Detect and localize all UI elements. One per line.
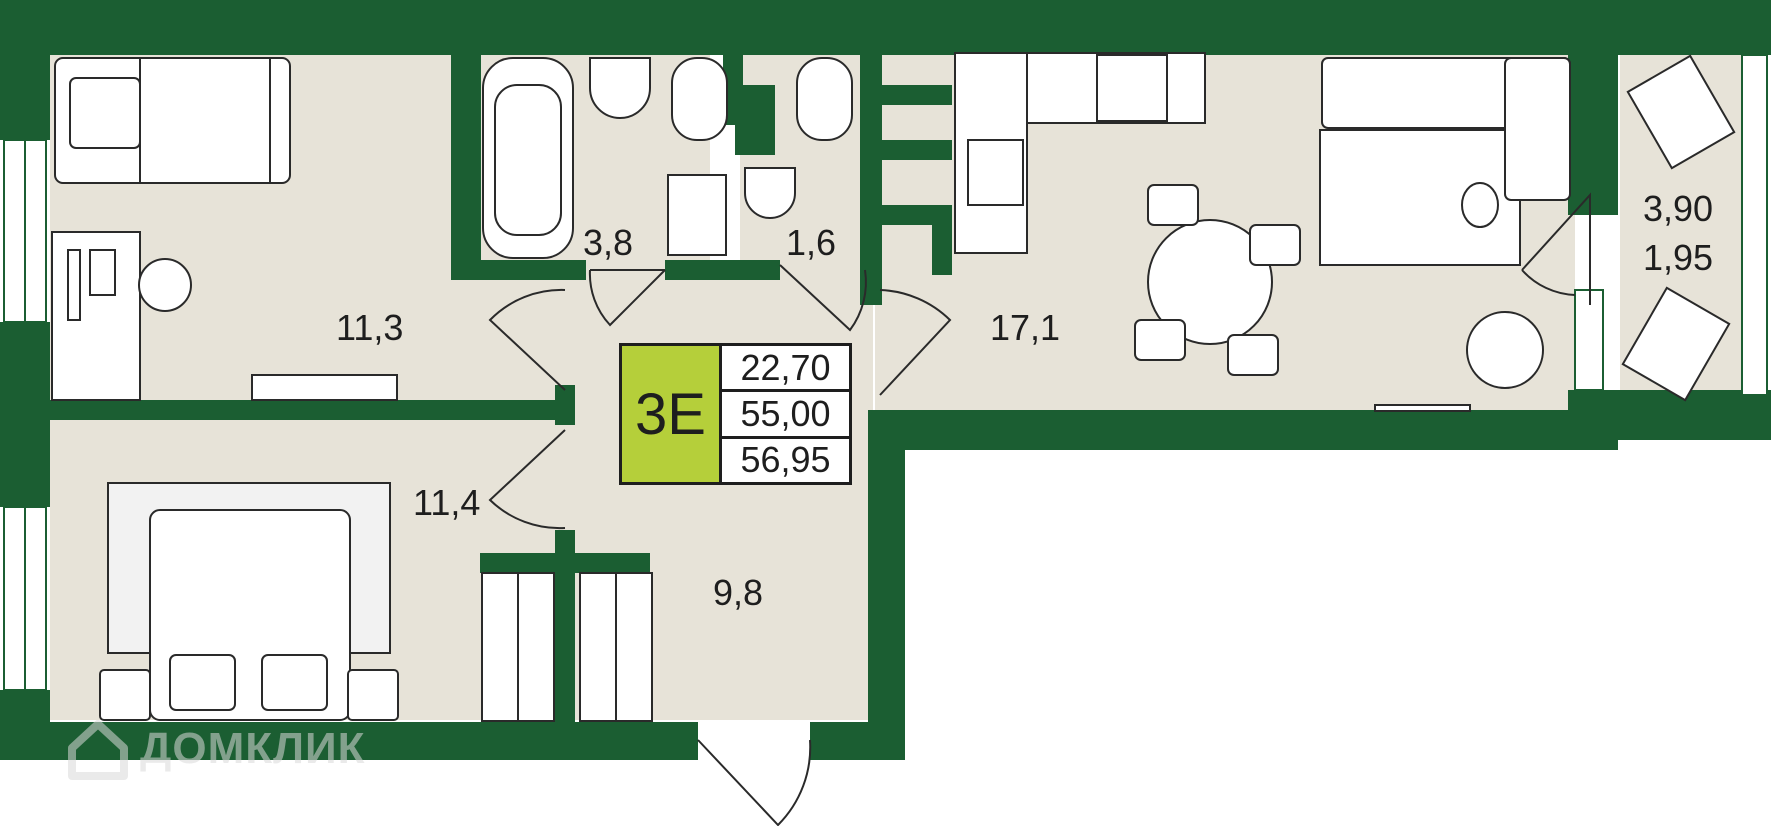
toilet-room-furniture bbox=[744, 57, 853, 219]
windows bbox=[3, 54, 1768, 691]
room-area-balcony-full: 3,90 bbox=[1643, 188, 1714, 229]
wall-wardrobe-top-a bbox=[480, 553, 557, 573]
balcony-furniture bbox=[1621, 54, 1736, 402]
bed-pillow bbox=[69, 77, 141, 149]
watermark: ДОМКЛИК bbox=[66, 718, 365, 780]
door-balcony bbox=[1521, 192, 1591, 305]
living-furniture bbox=[1319, 57, 1571, 412]
room-area-hall: 9,8 bbox=[713, 572, 764, 613]
wall-right-top bbox=[1740, 0, 1771, 55]
hall-furniture bbox=[481, 572, 653, 722]
wall-balcony-left-top bbox=[1568, 55, 1618, 215]
wall-toilet-right bbox=[860, 55, 882, 305]
wall-shaft-a bbox=[735, 85, 775, 155]
bathroom-furniture bbox=[482, 57, 728, 259]
door-bathroom bbox=[588, 269, 666, 327]
lounger-icon bbox=[1626, 54, 1736, 170]
nightstand bbox=[347, 669, 399, 721]
keyboard bbox=[89, 249, 116, 296]
lounger-icon-2 bbox=[1621, 286, 1731, 402]
stove-icon bbox=[1096, 54, 1168, 122]
wall-wardrobe-top-b bbox=[575, 553, 650, 573]
wall-hall-right bbox=[868, 410, 905, 760]
living-area-value: 22,70 bbox=[722, 346, 849, 393]
wall-bath-bottom-b bbox=[665, 260, 780, 280]
radiator bbox=[1374, 404, 1471, 412]
wall-left-mid bbox=[0, 322, 50, 507]
dining-chair bbox=[1227, 334, 1279, 376]
washing-machine-icon bbox=[667, 174, 727, 256]
wall-living-bottom bbox=[868, 410, 1618, 450]
badge-areas: 22,70 55,00 56,95 bbox=[722, 346, 849, 482]
desk-chair-icon bbox=[138, 258, 192, 312]
door-toilet bbox=[779, 264, 867, 332]
doors bbox=[488, 192, 1591, 826]
small-sink-icon bbox=[744, 167, 796, 219]
wall-wardrobe-divider bbox=[555, 530, 575, 722]
room-area-bathroom: 3,8 bbox=[583, 222, 634, 263]
total-area-value: 55,00 bbox=[722, 392, 849, 439]
toilet-icon bbox=[671, 57, 728, 141]
dining-table bbox=[1147, 219, 1273, 345]
plant-icon bbox=[1466, 311, 1544, 389]
door-entrance bbox=[697, 739, 812, 826]
wall-kitchen-stub2 bbox=[882, 140, 952, 160]
wall-balcony-left-bottom bbox=[1568, 390, 1618, 440]
monitor bbox=[67, 249, 81, 321]
dining-chair bbox=[1134, 319, 1186, 361]
bedroom-top-furniture bbox=[51, 57, 398, 401]
wall-bedroom-divider bbox=[50, 400, 575, 420]
pillow bbox=[169, 654, 236, 711]
watermark-text: ДОМКЛИК bbox=[140, 724, 366, 773]
wall-kitchen-stub bbox=[882, 85, 952, 105]
dining-chair bbox=[1249, 224, 1301, 266]
bedroom-bottom-furniture bbox=[99, 482, 399, 721]
sink-icon bbox=[589, 57, 651, 119]
shelf bbox=[251, 374, 398, 401]
room-area-balcony-reduced: 1,95 bbox=[1643, 237, 1714, 278]
room-area-toilet: 1,6 bbox=[786, 222, 837, 263]
walls bbox=[0, 0, 1771, 760]
wall-bath-left bbox=[451, 55, 481, 280]
kitchen-furniture bbox=[954, 52, 1301, 376]
room-area-bedroom-top: 11,3 bbox=[336, 307, 404, 348]
door-bedroom-bottom bbox=[488, 429, 566, 530]
apartment-badge: 3Е 22,70 55,00 56,95 bbox=[619, 343, 852, 485]
sofa-corner bbox=[1504, 57, 1571, 201]
wall-bath-bottom-a bbox=[451, 260, 586, 280]
apartment-type: 3Е bbox=[622, 346, 722, 482]
window-balcony-right bbox=[1741, 54, 1768, 396]
toilet-icon-2 bbox=[796, 57, 853, 141]
room-area-bedroom-bottom: 11,4 bbox=[413, 482, 481, 523]
nightstand bbox=[99, 669, 151, 721]
wall-left-top bbox=[0, 0, 50, 140]
door-living bbox=[879, 289, 952, 396]
door-bedroom-top bbox=[488, 288, 566, 391]
kitchen-sink-icon bbox=[967, 139, 1024, 206]
wall-hall-column bbox=[555, 385, 575, 425]
domclick-logo-icon bbox=[68, 720, 128, 780]
wall-top bbox=[0, 0, 1771, 55]
bed-blanket bbox=[139, 57, 271, 184]
room-area-living-kitchen: 17,1 bbox=[990, 307, 1061, 348]
dining-chair bbox=[1147, 184, 1199, 226]
vacuum-icon bbox=[1461, 182, 1499, 228]
total-with-balcony-value: 56,95 bbox=[722, 438, 849, 482]
pillow bbox=[261, 654, 328, 711]
wall-kitchen-stub4 bbox=[932, 220, 952, 275]
wall-right-bottom bbox=[1725, 395, 1771, 440]
